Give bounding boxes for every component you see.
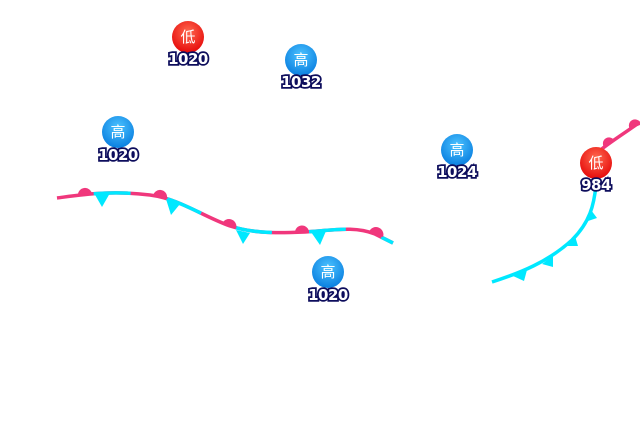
front-line-warm-part xyxy=(56,191,394,245)
system-symbol: 低 xyxy=(180,28,195,46)
cold-front-triangles xyxy=(94,193,326,245)
warm-front-semicircles xyxy=(77,187,384,237)
system-symbol: 高 xyxy=(449,141,464,159)
system-symbol: 低 xyxy=(588,154,603,172)
low-pressure-system[interactable]: 低 1020 xyxy=(166,21,210,70)
pressure-value: 1024 xyxy=(437,163,477,181)
high-center-icon xyxy=(441,134,473,166)
low-center-icon xyxy=(172,21,204,53)
system-symbol: 高 xyxy=(110,123,125,141)
high-center-icon xyxy=(102,116,134,148)
cold-front xyxy=(491,184,598,284)
warm-front xyxy=(596,119,640,154)
pressure-value: 1020 xyxy=(98,146,138,164)
pressure-value: 1020 xyxy=(168,50,208,68)
high-center-icon xyxy=(285,44,317,76)
high-pressure-system[interactable]: 高 1024 xyxy=(435,134,479,183)
front-line xyxy=(491,184,598,284)
stationary-front xyxy=(56,187,394,245)
pressure-value: 1020 xyxy=(308,286,348,304)
pressure-value: 984 xyxy=(581,176,611,194)
warm-front-semicircle xyxy=(628,119,640,129)
high-center-icon xyxy=(312,256,344,288)
high-pressure-system[interactable]: 高 1032 xyxy=(279,44,323,93)
cold-front-triangles xyxy=(513,210,597,281)
warm-front-semicircle xyxy=(602,137,614,147)
pressure-value: 1032 xyxy=(281,73,321,91)
system-symbol: 高 xyxy=(320,263,335,281)
low-center-icon xyxy=(580,147,612,179)
high-pressure-system[interactable]: 高 1020 xyxy=(96,116,140,166)
front-line-cold-part xyxy=(56,191,394,245)
system-symbol: 高 xyxy=(293,51,308,69)
low-pressure-system[interactable]: 低 984 xyxy=(579,147,613,196)
high-pressure-system[interactable]: 高 1020 xyxy=(306,256,350,306)
